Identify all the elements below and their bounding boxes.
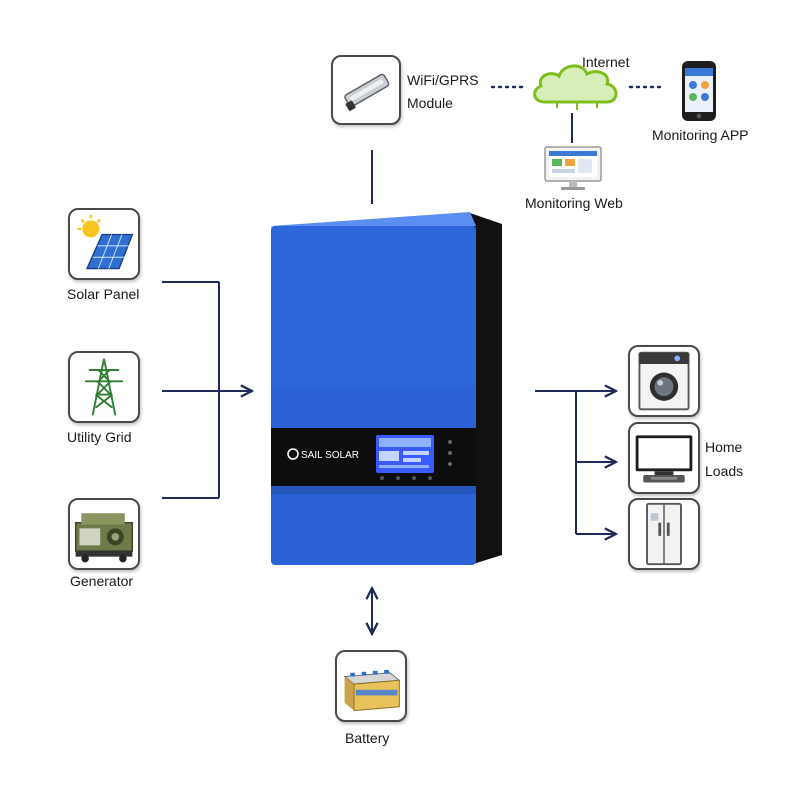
battery-box[interactable] [335,650,407,722]
television-box[interactable] [628,422,700,494]
generator-icon [74,513,134,563]
refrigerator-icon [646,502,682,566]
power-tower-icon [85,358,123,416]
generator-box[interactable] [68,498,140,570]
home-loads-label-line1: Home [705,439,743,455]
refrigerator-box[interactable] [628,498,700,570]
internet-label: Internet [582,54,630,70]
smartphone-icon[interactable] [680,60,718,122]
washing-machine-icon [638,351,690,411]
control-button [380,476,384,480]
monitoring-app-label: Monitoring APP [652,127,749,143]
utility-grid-label: Utility Grid [67,429,132,445]
control-button [428,476,432,480]
inverter-unit[interactable]: SAIL SOLAR [270,210,510,565]
status-led [448,451,452,455]
desktop-monitor-icon[interactable] [543,145,603,193]
brand-logo-icon [287,448,299,460]
wifi-module-box[interactable] [331,55,401,125]
solar-panel-box[interactable] [68,208,140,280]
television-icon [635,435,693,483]
wifi-module-icon [344,73,390,112]
battery-icon [343,669,401,712]
status-led [448,440,452,444]
status-led [448,462,452,466]
home-loads-label-line2: Loads [705,463,744,479]
utility-grid-box[interactable] [68,351,140,423]
washing-machine-box[interactable] [628,345,700,417]
module-label-line2: Module [407,95,453,111]
module-label-line1: WiFi/GPRS [407,72,479,88]
control-button [412,476,416,480]
inverter-side-panel [470,213,502,565]
monitoring-web-label: Monitoring Web [525,195,623,211]
inverter-display-strip [271,428,476,486]
control-button [396,476,400,480]
solar-panel-icon [77,214,134,270]
internet-cloud-icon [533,64,618,110]
solar-panel-label: Solar Panel [67,286,140,302]
battery-label: Battery [345,730,390,746]
generator-label: Generator [70,573,134,589]
inverter-brand-label: SAIL SOLAR [301,450,359,461]
